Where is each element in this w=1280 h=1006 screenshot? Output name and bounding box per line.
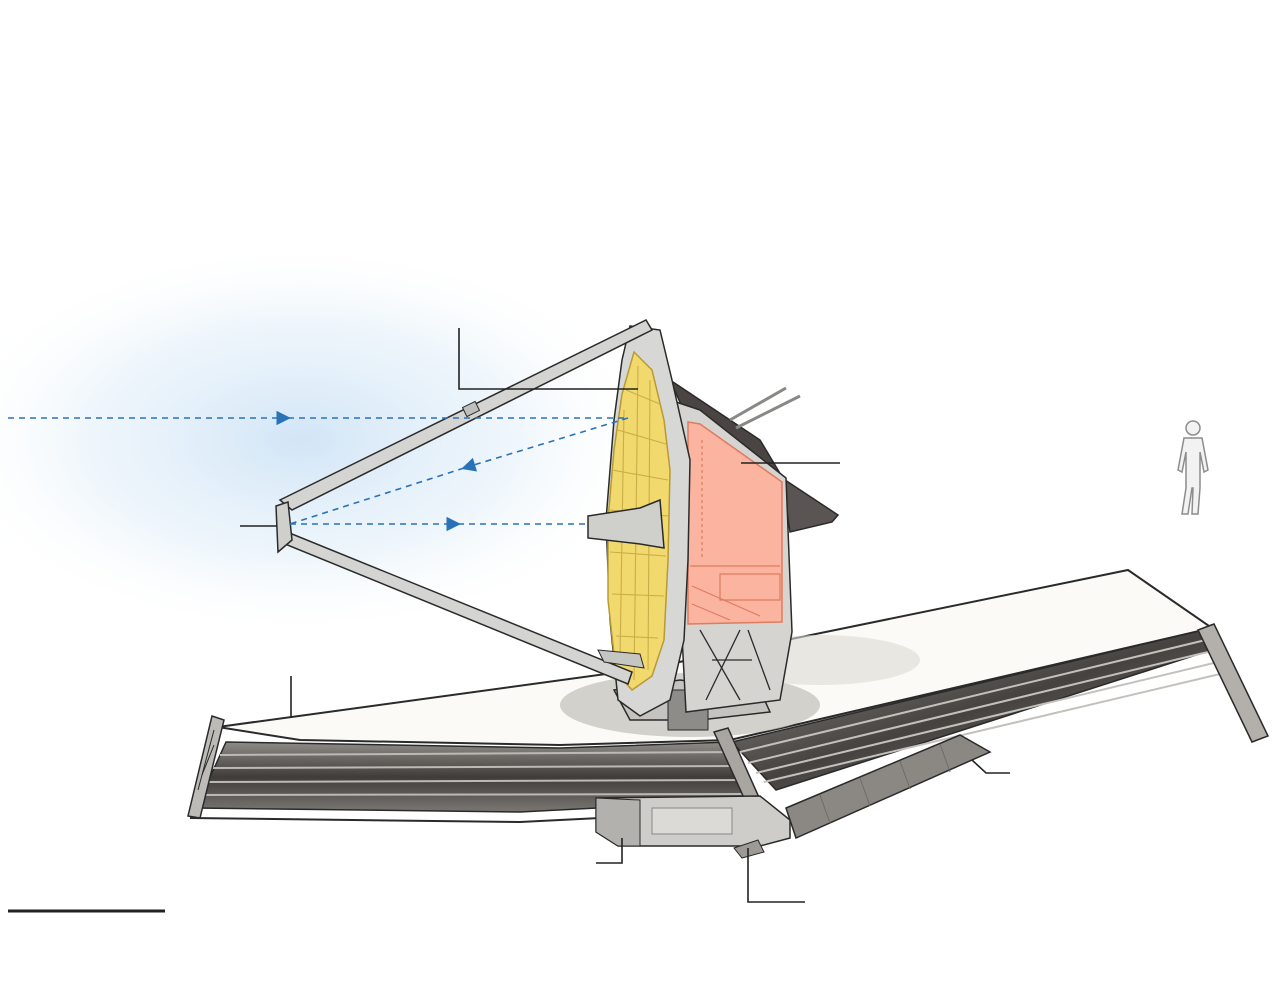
sunshield-left-layer-lines bbox=[199, 751, 751, 796]
human-scale-figure bbox=[1177, 420, 1209, 515]
radiator-side bbox=[781, 476, 840, 533]
leader-primary-mirror bbox=[458, 328, 638, 390]
high-gain-antenna bbox=[733, 839, 765, 859]
secondary-mirror-struts bbox=[275, 319, 654, 685]
leader-spacecraft-bus bbox=[596, 838, 623, 864]
lower-strut-brace bbox=[597, 649, 645, 669]
aft-optics-baffle bbox=[587, 498, 665, 549]
leader-antenna bbox=[747, 848, 805, 903]
spreader-truss bbox=[197, 729, 215, 791]
strut-hinge bbox=[461, 400, 481, 418]
callout-leader-lines bbox=[240, 328, 1010, 903]
bus-side bbox=[595, 797, 641, 847]
sunshield-right-spreader bbox=[1196, 623, 1270, 743]
light-path bbox=[8, 410, 629, 532]
sunshield-left-bottom bbox=[189, 817, 601, 824]
sunshield bbox=[187, 568, 1270, 843]
spacecraft-bus bbox=[595, 795, 791, 859]
light-glow bbox=[0, 240, 660, 640]
primary-mirror bbox=[587, 325, 691, 717]
bus-panel bbox=[651, 807, 733, 835]
antenna-boom-2 bbox=[735, 394, 801, 430]
reflected-ray-2 bbox=[289, 467, 465, 525]
solar-panel-grid bbox=[819, 743, 951, 824]
module-truss bbox=[699, 629, 771, 701]
leader-solar-array bbox=[971, 759, 1010, 774]
solar-panel bbox=[785, 734, 992, 840]
antenna-boom-1 bbox=[729, 386, 787, 422]
secondary-mirror bbox=[275, 500, 293, 554]
instrument-enclosure-details bbox=[690, 440, 781, 621]
sunshield-right-layer-lines bbox=[739, 637, 1221, 783]
